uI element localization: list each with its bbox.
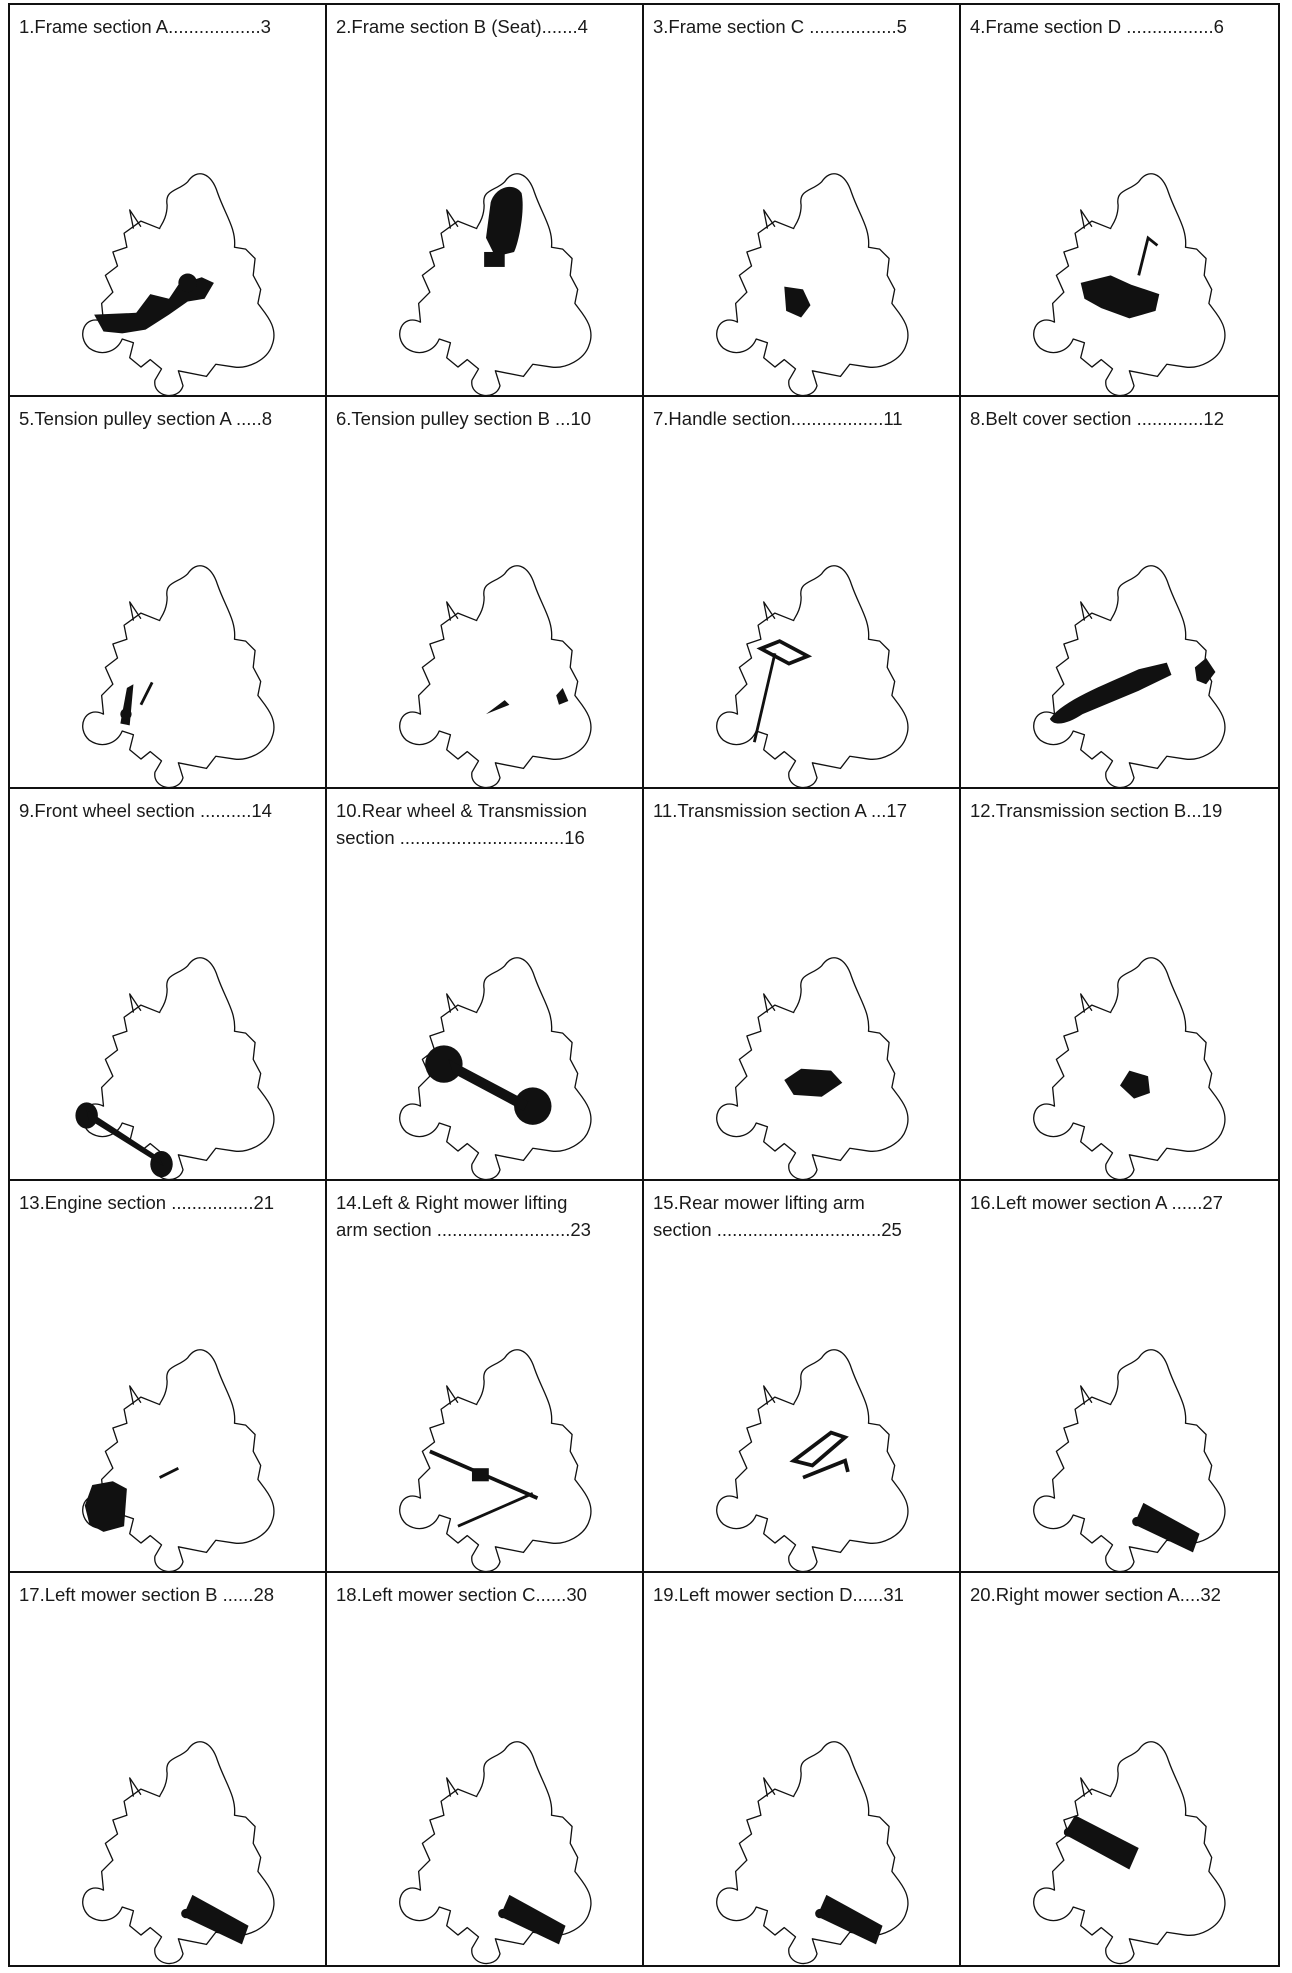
- section-label: 20.Right mower section A....32: [970, 1581, 1268, 1608]
- mower-outline-svg: [658, 1311, 948, 1573]
- section-label: 3.Frame section C .................5: [653, 13, 949, 40]
- section-cell-2[interactable]: 2.Frame section B (Seat).......4: [327, 5, 644, 397]
- section-cell-10[interactable]: 10.Rear wheel & Transmission section ...…: [327, 789, 644, 1181]
- section-label: 12.Transmission section B...19: [970, 797, 1268, 824]
- rear-wheel-diagram: [341, 919, 631, 1181]
- left-mower-a-diagram: [975, 1311, 1265, 1573]
- mower-outline-svg: [658, 1703, 948, 1965]
- frame-section-a-diagram: [24, 135, 314, 397]
- section-cell-11[interactable]: 11.Transmission section A ...17: [644, 789, 961, 1181]
- belt-cover-diagram: [975, 527, 1265, 789]
- lifting-arm-diagram: [341, 1311, 631, 1573]
- section-cell-14[interactable]: 14.Left & Right mower lifting arm sectio…: [327, 1181, 644, 1573]
- section-cell-3[interactable]: 3.Frame section C .................5: [644, 5, 961, 397]
- tension-pulley-b-diagram: [341, 527, 631, 789]
- section-label: 13.Engine section ................21: [19, 1189, 315, 1216]
- mower-outline-svg: [341, 1703, 631, 1965]
- front-wheel-diagram: [24, 919, 314, 1181]
- section-cell-13[interactable]: 13.Engine section ................21: [10, 1181, 327, 1573]
- left-mower-b-diagram: [24, 1703, 314, 1965]
- section-cell-18[interactable]: 18.Left mower section C......30: [327, 1573, 644, 1965]
- section-cell-15[interactable]: 15.Rear mower lifting arm section ......…: [644, 1181, 961, 1573]
- transmission-a-diagram: [658, 919, 948, 1181]
- left-mower-c-diagram: [341, 1703, 631, 1965]
- section-label: 10.Rear wheel & Transmission section ...…: [336, 797, 632, 851]
- right-mower-a-diagram: [975, 1703, 1265, 1965]
- frame-section-d-diagram: [975, 135, 1265, 397]
- handle-diagram: [658, 527, 948, 789]
- mower-outline-svg: [24, 919, 314, 1181]
- section-label: 17.Left mower section B ......28: [19, 1581, 315, 1608]
- section-label: 16.Left mower section A ......27: [970, 1189, 1268, 1216]
- section-cell-7[interactable]: 7.Handle section..................11: [644, 397, 961, 789]
- mower-outline-svg: [24, 1311, 314, 1573]
- section-cell-6[interactable]: 6.Tension pulley section B ...10: [327, 397, 644, 789]
- frame-section-c-diagram: [658, 135, 948, 397]
- section-label: 18.Left mower section C......30: [336, 1581, 632, 1608]
- section-cell-19[interactable]: 19.Left mower section D......31: [644, 1573, 961, 1965]
- mower-outline-svg: [975, 135, 1265, 397]
- section-label: 6.Tension pulley section B ...10: [336, 405, 632, 432]
- section-label: 2.Frame section B (Seat).......4: [336, 13, 632, 40]
- mower-outline-svg: [24, 135, 314, 397]
- mower-outline-svg: [658, 919, 948, 1181]
- section-label: 5.Tension pulley section A .....8: [19, 405, 315, 432]
- section-index-grid: 1.Frame section A..................3 2.F…: [8, 3, 1280, 1967]
- section-cell-9[interactable]: 9.Front wheel section ..........14: [10, 789, 327, 1181]
- mower-outline-svg: [341, 1311, 631, 1573]
- mower-outline-svg: [975, 1311, 1265, 1573]
- engine-diagram: [24, 1311, 314, 1573]
- mower-outline-svg: [24, 527, 314, 789]
- section-label: 11.Transmission section A ...17: [653, 797, 949, 824]
- left-mower-d-diagram: [658, 1703, 948, 1965]
- tension-pulley-a-diagram: [24, 527, 314, 789]
- section-cell-8[interactable]: 8.Belt cover section .............12: [961, 397, 1278, 789]
- section-label: 8.Belt cover section .............12: [970, 405, 1268, 432]
- rear-lifting-arm-diagram: [658, 1311, 948, 1573]
- mower-outline-svg: [975, 919, 1265, 1181]
- section-label: 19.Left mower section D......31: [653, 1581, 949, 1608]
- mower-outline-svg: [658, 135, 948, 397]
- section-label: 4.Frame section D .................6: [970, 13, 1268, 40]
- section-label: 7.Handle section..................11: [653, 405, 949, 432]
- section-label: 14.Left & Right mower lifting arm sectio…: [336, 1189, 632, 1243]
- mower-outline-svg: [341, 919, 631, 1181]
- section-cell-20[interactable]: 20.Right mower section A....32: [961, 1573, 1278, 1965]
- mower-outline-svg: [341, 527, 631, 789]
- mower-outline-svg: [975, 1703, 1265, 1965]
- section-cell-12[interactable]: 12.Transmission section B...19: [961, 789, 1278, 1181]
- mower-outline-svg: [658, 527, 948, 789]
- section-cell-16[interactable]: 16.Left mower section A ......27: [961, 1181, 1278, 1573]
- mower-outline-svg: [24, 1703, 314, 1965]
- section-label: 9.Front wheel section ..........14: [19, 797, 315, 824]
- mower-outline-svg: [341, 135, 631, 397]
- seat-diagram: [341, 135, 631, 397]
- section-cell-5[interactable]: 5.Tension pulley section A .....8: [10, 397, 327, 789]
- section-cell-4[interactable]: 4.Frame section D .................6: [961, 5, 1278, 397]
- transmission-b-diagram: [975, 919, 1265, 1181]
- section-label: 1.Frame section A..................3: [19, 13, 315, 40]
- section-cell-1[interactable]: 1.Frame section A..................3: [10, 5, 327, 397]
- mower-outline-svg: [975, 527, 1265, 789]
- section-label: 15.Rear mower lifting arm section ......…: [653, 1189, 949, 1243]
- section-cell-17[interactable]: 17.Left mower section B ......28: [10, 1573, 327, 1965]
